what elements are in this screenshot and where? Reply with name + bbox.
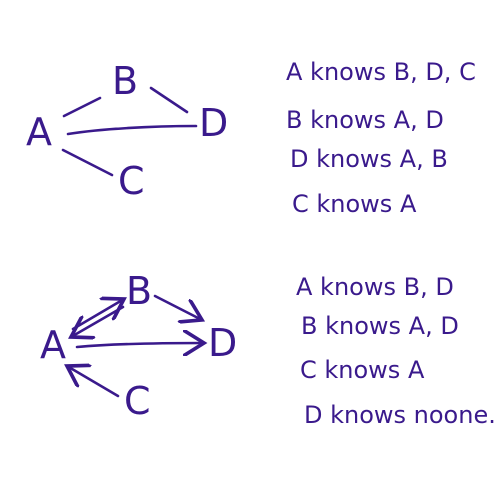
bottom-edge-c-a bbox=[67, 366, 120, 398]
bottom-node-c: C bbox=[124, 379, 151, 423]
top-node-b: B bbox=[112, 59, 138, 103]
top-edge-a-b bbox=[62, 96, 102, 118]
top-relation-b: B knows A, D bbox=[286, 106, 444, 134]
bottom-edge-b-a bbox=[71, 305, 125, 337]
top-diagram: B A D C bbox=[26, 59, 228, 203]
top-node-c: C bbox=[118, 159, 145, 203]
top-node-a: A bbox=[26, 110, 52, 154]
bottom-diagram: B A D C bbox=[40, 269, 237, 423]
bottom-node-a: A bbox=[40, 323, 66, 367]
top-relation-d: D knows A, B bbox=[290, 145, 448, 173]
bottom-edge-a-b bbox=[71, 299, 124, 331]
bottom-node-b: B bbox=[126, 269, 152, 313]
bottom-edge-b-d bbox=[153, 294, 202, 320]
top-edge-a-c bbox=[61, 148, 114, 177]
bottom-relation-d: D knows noone. bbox=[304, 401, 496, 429]
top-edge-b-d bbox=[149, 86, 189, 114]
top-relation-a: A knows B, D, C bbox=[286, 58, 476, 86]
top-relations: A knows B, D, C B knows A, D D knows A, … bbox=[286, 58, 476, 218]
bottom-node-d: D bbox=[208, 321, 237, 365]
bottom-relation-c: C knows A bbox=[300, 356, 425, 384]
top-relation-c: C knows A bbox=[292, 190, 417, 218]
top-node-d: D bbox=[199, 101, 228, 145]
bottom-relation-a: A knows B, D bbox=[296, 273, 454, 301]
top-edge-a-d bbox=[66, 124, 198, 136]
bottom-relations: A knows B, D B knows A, D C knows A D kn… bbox=[296, 273, 496, 429]
bottom-edge-a-d bbox=[75, 343, 204, 347]
bottom-relation-b: B knows A, D bbox=[301, 312, 459, 340]
